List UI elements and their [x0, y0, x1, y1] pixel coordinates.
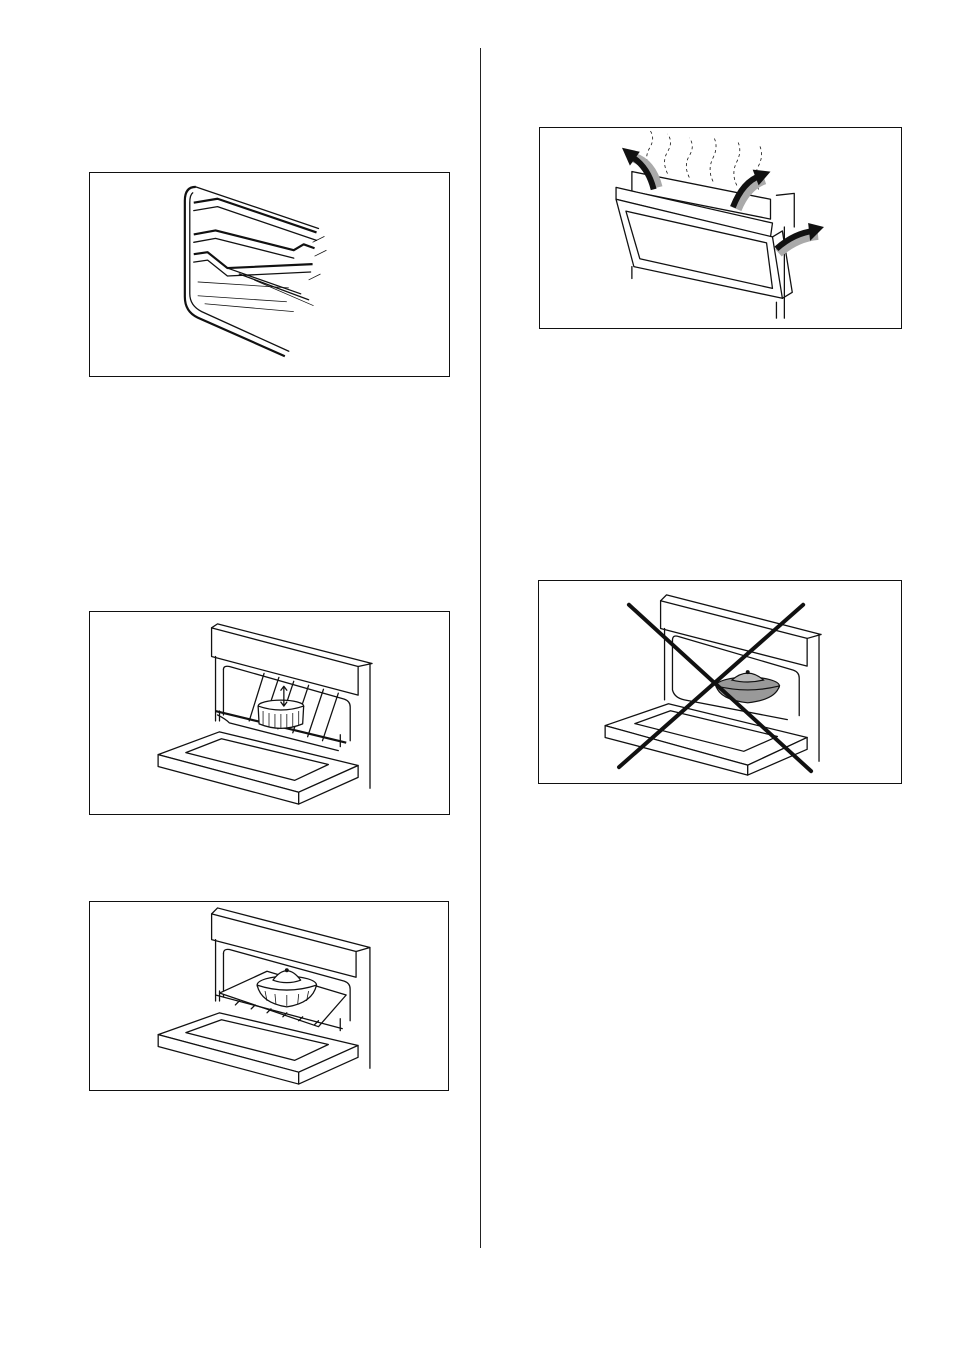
- steam-escaping-door-illustration: [540, 128, 901, 328]
- figure-shelf-runners: [89, 172, 450, 377]
- dish-on-wire-rack-illustration: [90, 612, 449, 814]
- column-divider: [480, 48, 481, 1248]
- oven-shelf-runners-illustration: [90, 173, 449, 376]
- figure-dish-on-oven-floor-prohibited: [538, 580, 902, 784]
- figure-dish-on-rack: [89, 611, 450, 815]
- figure-steam-door-opening: [539, 127, 902, 329]
- crossed-out-dish-on-floor-illustration: [539, 581, 901, 783]
- figure-dish-on-tray: [89, 901, 449, 1091]
- dish-on-baking-tray-illustration: [90, 902, 448, 1090]
